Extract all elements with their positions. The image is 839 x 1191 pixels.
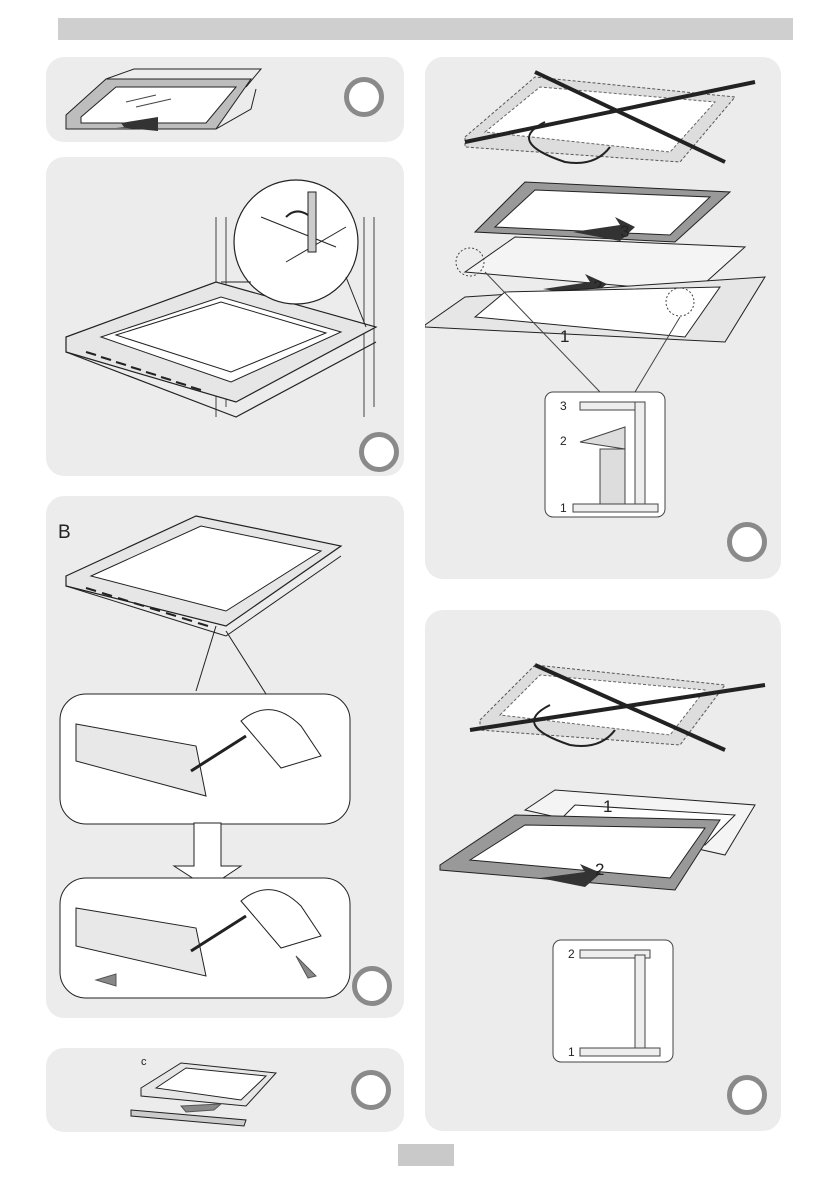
panel-hinge xyxy=(46,157,404,476)
step-circle xyxy=(351,1070,391,1110)
step-circle xyxy=(352,966,392,1006)
three-glass-illustration: 3 2 1 3 2 1 xyxy=(425,57,781,579)
detail-label: 1 xyxy=(560,501,567,515)
step-circle xyxy=(359,432,399,472)
layer-label: 1 xyxy=(560,327,569,346)
panel-two-glass: 1 2 2 1 xyxy=(425,610,781,1131)
frame-removal-illustration xyxy=(46,496,404,1018)
layer-label: 3 xyxy=(620,222,629,241)
header-bar xyxy=(58,18,793,40)
detail-label: 3 xyxy=(560,399,567,413)
detail-label: 2 xyxy=(560,434,567,448)
detail-label: 1 xyxy=(568,1045,575,1059)
step-circle xyxy=(727,522,767,562)
panel-three-glass: 3 2 1 3 2 1 xyxy=(425,57,781,579)
hinge-illustration xyxy=(46,157,404,476)
two-glass-illustration: 1 2 2 1 xyxy=(425,610,781,1131)
step-circle xyxy=(344,77,384,117)
panel-c: c xyxy=(46,1048,404,1132)
zoom-circle xyxy=(234,180,358,304)
layer-label: 2 xyxy=(595,860,604,879)
detail-label: 2 xyxy=(568,947,575,961)
layer-label: 1 xyxy=(603,797,612,816)
step-circle xyxy=(727,1075,767,1115)
panel-b: B xyxy=(46,496,404,1018)
panel-door-remove xyxy=(46,57,404,142)
page-number-box xyxy=(398,1144,454,1166)
arrow-icon xyxy=(181,1104,221,1112)
